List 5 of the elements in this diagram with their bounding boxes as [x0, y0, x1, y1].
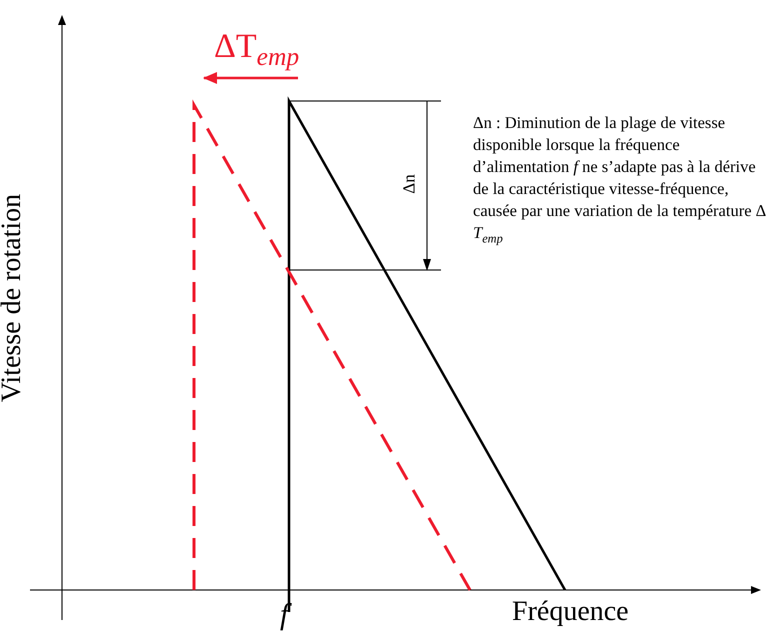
dimension-label: Δn — [400, 174, 420, 194]
shift-label: ΔT$_{emp}$ — [214, 28, 300, 72]
axis-title: Fréquence — [512, 596, 629, 628]
note-text: Δn : Diminution de la plage de vitesse disponible lorsque la fréquence d’alimentation f ne s’adapte pas à la dérive de la caractéristique vitesse-fréquence, causée par une variation de la température Δ T$_{emp}$ — [473, 112, 767, 248]
axis-title: Vitesse de rotation — [0, 194, 28, 402]
